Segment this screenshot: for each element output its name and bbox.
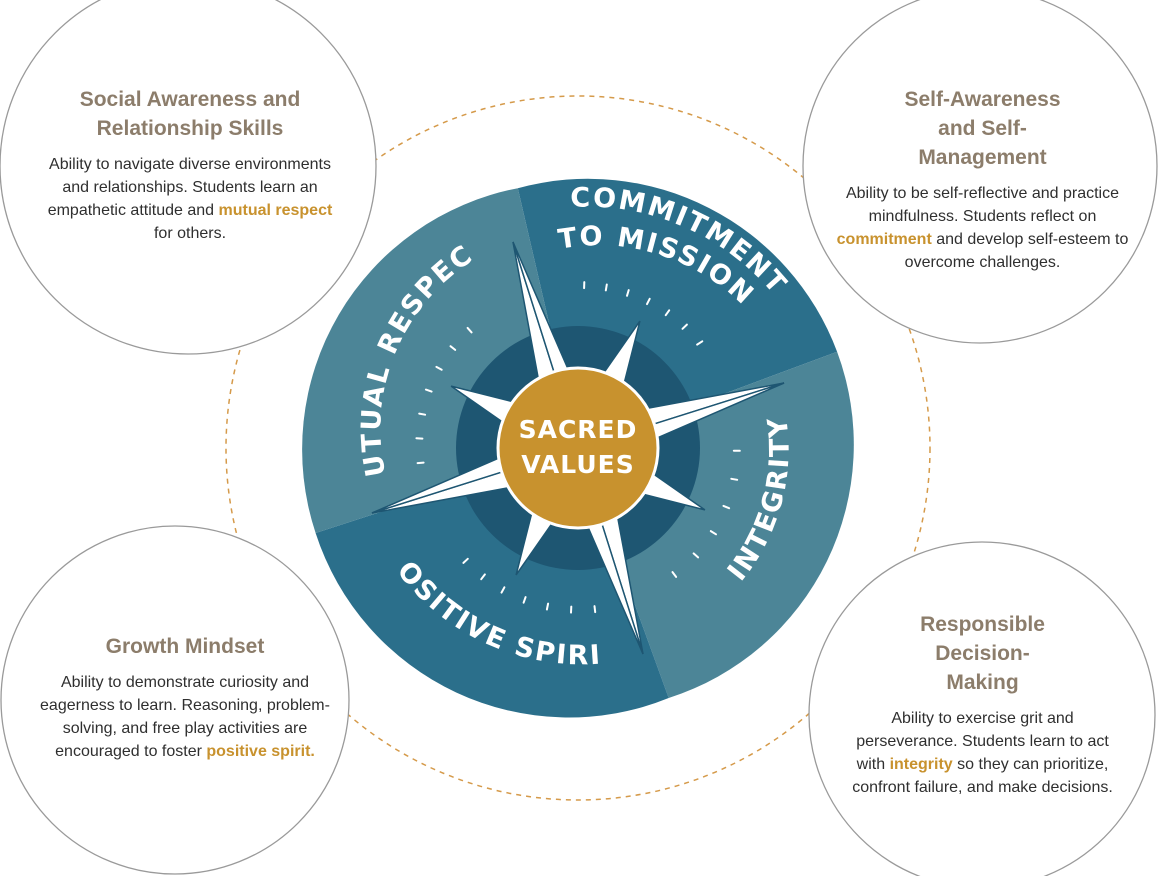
- social-awareness-title: Social Awareness and Relationship Skills: [79, 88, 301, 140]
- tick-marks: [415, 281, 741, 614]
- responsible-decision-block: Responsible Decision-Making Ability to e…: [815, 610, 1150, 799]
- self-awareness-text-end: and develop self-esteem to overcome chal…: [904, 231, 1129, 271]
- social-awareness-text-end: for others.: [153, 225, 227, 242]
- growth-mindset-highlight: positive spirit.: [206, 743, 315, 760]
- center-label-line1: SACRED: [519, 415, 638, 444]
- social-awareness-highlight: mutual respect: [218, 202, 333, 219]
- social-awareness-description: Ability to navigate diverse environments…: [35, 153, 345, 245]
- growth-mindset-block: Growth Mindset Ability to demonstrate cu…: [30, 632, 340, 763]
- circle-self-awareness: [802, 0, 1158, 344]
- center-label-line2: VALUES: [521, 450, 634, 479]
- responsible-decision-text: Ability to exercise grit and perseveranc…: [856, 710, 1109, 773]
- growth-mindset-title: Growth Mindset: [105, 635, 265, 658]
- responsible-decision-description: Ability to exercise grit and perseveranc…: [815, 707, 1150, 799]
- circle-social-awareness: [0, 0, 377, 355]
- social-awareness-block: Social Awareness and Relationship Skills…: [35, 85, 345, 245]
- self-awareness-highlight: commitment: [836, 231, 932, 248]
- responsible-decision-highlight: integrity: [889, 756, 953, 773]
- dashed-ring: [225, 95, 931, 801]
- self-awareness-block: Self-Awareness and Self-Management Abili…: [815, 85, 1150, 274]
- self-awareness-description: Ability to be self-reflective and practi…: [815, 182, 1150, 274]
- center-circle: [496, 366, 660, 530]
- social-awareness-text: Ability to navigate diverse environments…: [47, 156, 331, 219]
- self-awareness-title: Self-Awareness and Self-Management: [904, 88, 1061, 169]
- growth-mindset-description: Ability to demonstrate curiosity and eag…: [30, 671, 340, 763]
- responsible-decision-title: Responsible Decision-Making: [920, 613, 1045, 694]
- growth-mindset-text: Ability to demonstrate curiosity and eag…: [40, 674, 330, 760]
- circle-responsible-decision: [808, 541, 1156, 876]
- self-awareness-text: Ability to be self-reflective and practi…: [845, 185, 1119, 225]
- circle-growth-mindset: [0, 525, 350, 875]
- responsible-decision-text-end: so they can prioritize, confront failure…: [852, 756, 1113, 796]
